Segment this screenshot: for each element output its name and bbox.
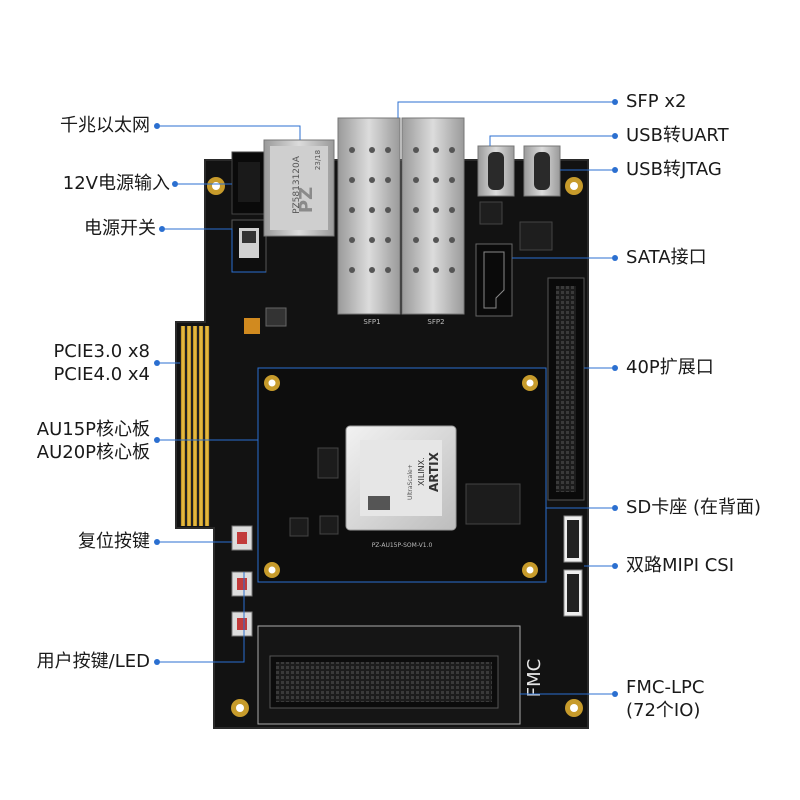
rj45-number: 23/18 xyxy=(314,150,322,170)
user-button-1 xyxy=(231,571,253,597)
sfp-cage-2: SFP2 xyxy=(401,117,465,326)
leader-sfp xyxy=(397,101,612,118)
rj45-logo: PZ xyxy=(296,187,317,213)
leader-power-switch xyxy=(165,228,266,273)
sfp2-silk: SFP2 xyxy=(427,318,444,326)
fpga-sub: UltraScale+ xyxy=(407,464,414,500)
leader-user-keys xyxy=(160,572,245,663)
fmc-logo: FMC xyxy=(524,659,545,697)
usb-jtag-chip xyxy=(519,221,553,251)
header-40p xyxy=(547,277,585,501)
usb-uart-chip xyxy=(479,201,503,225)
label-sata: SATA接口 xyxy=(626,247,707,268)
power-jack xyxy=(231,151,267,215)
label-reset: 复位按键 xyxy=(78,531,150,552)
reset-button xyxy=(231,525,253,551)
label-pcie-1: PCIE3.0 x8 xyxy=(53,341,150,362)
label-som-2: AU20P核心板 xyxy=(36,442,150,463)
label-power-switch: 电源开关 xyxy=(84,218,156,239)
label-som-1: AU15P核心板 xyxy=(36,419,150,440)
sfp-cage-1: SFP1 xyxy=(337,117,401,326)
rj45-connector: PZ5813120A PZ 23/18 xyxy=(263,139,335,237)
usb-c-uart xyxy=(477,145,515,197)
usb-c-jtag xyxy=(523,145,561,197)
leader-gige xyxy=(160,125,301,140)
label-sfp: SFP x2 xyxy=(626,91,687,112)
leader-lines xyxy=(160,101,612,695)
label-usb-jtag: USB转JTAG xyxy=(626,159,722,180)
inductor xyxy=(265,307,287,327)
user-button-2 xyxy=(231,611,253,637)
fpga-brand: XILINX. xyxy=(417,457,426,486)
leader-usb-uart xyxy=(489,135,612,146)
label-pcie-2: PCIE4.0 x4 xyxy=(53,364,150,385)
pcie-gold-fingers xyxy=(180,326,210,526)
som-silkscreen: PZ-AU15P-SOM-V1.0 xyxy=(372,542,433,549)
label-ext40: 40P扩展口 xyxy=(626,357,714,378)
sata-connector xyxy=(475,243,513,317)
sfp1-silk: SFP1 xyxy=(363,318,380,326)
capacitor xyxy=(244,318,260,334)
label-fmc-1: FMC-LPC xyxy=(626,677,705,698)
label-power-in: 12V电源输入 xyxy=(62,173,170,194)
label-usb-uart: USB转UART xyxy=(626,125,729,146)
fmc-connector: FMC xyxy=(257,625,545,725)
som-core-board: XILINX. ARTIX UltraScale+ PZ-AU15P-SOM-V… xyxy=(257,367,547,583)
fpga-family: ARTIX xyxy=(427,451,441,492)
label-gige: 千兆以太网 xyxy=(60,115,150,136)
label-sd: SD卡座 (在背面) xyxy=(626,497,762,518)
rj45-code: PZ5813120A xyxy=(292,155,302,214)
power-switch xyxy=(231,219,267,273)
label-fmc-2: (72个IO) xyxy=(626,700,701,721)
mipi-connector-2 xyxy=(563,569,583,617)
label-mipi: 双路MIPI CSI xyxy=(626,555,735,576)
label-user-keys: 用户按键/LED xyxy=(36,651,150,672)
mipi-connector-1 xyxy=(563,515,583,563)
leader-dots xyxy=(154,99,618,697)
